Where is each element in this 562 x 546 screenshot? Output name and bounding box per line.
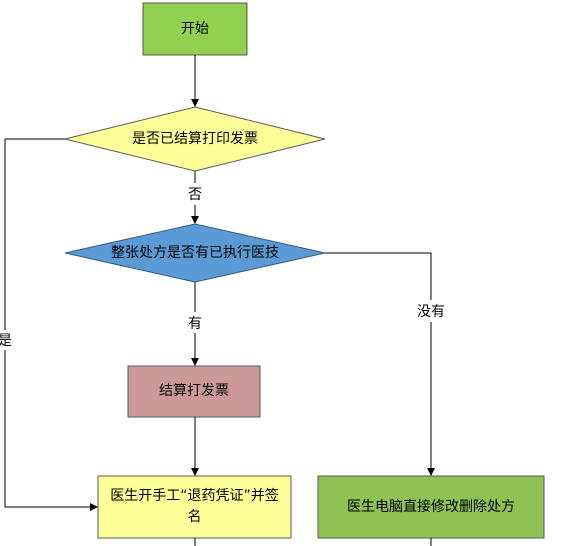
manual-refund-label: 医生开手工“退药凭证”并签名 (110, 488, 279, 525)
manual-refund-shape (97, 475, 292, 539)
settle-invoice-label: 结算打发票 (159, 383, 229, 399)
start-node-label: 开始 (181, 20, 209, 37)
decision-invoiced-label: 是否已结算打印发票 (132, 130, 258, 147)
edge-decision2-to-delete-a (325, 252, 432, 300)
edge-decision1-to-refund-b (4, 350, 98, 511)
edge-label-none: 没有 (417, 304, 445, 320)
edge-label-no: 否 (188, 187, 202, 203)
delete-prescription-shape (317, 475, 545, 539)
decision-invoiced-shape (64, 106, 326, 172)
settle-invoice-shape (127, 365, 261, 418)
edge-label-has: 有 (188, 316, 202, 332)
delete-prescription-label: 医生电脑直接修改删除处方 (347, 498, 515, 515)
start-node-shape (142, 2, 248, 56)
edge-decision1-to-refund-a (4, 138, 65, 330)
decision-executed-label: 整张处方是否有已执行医技 (111, 244, 279, 261)
edge-label-yes: 是 (0, 333, 12, 349)
